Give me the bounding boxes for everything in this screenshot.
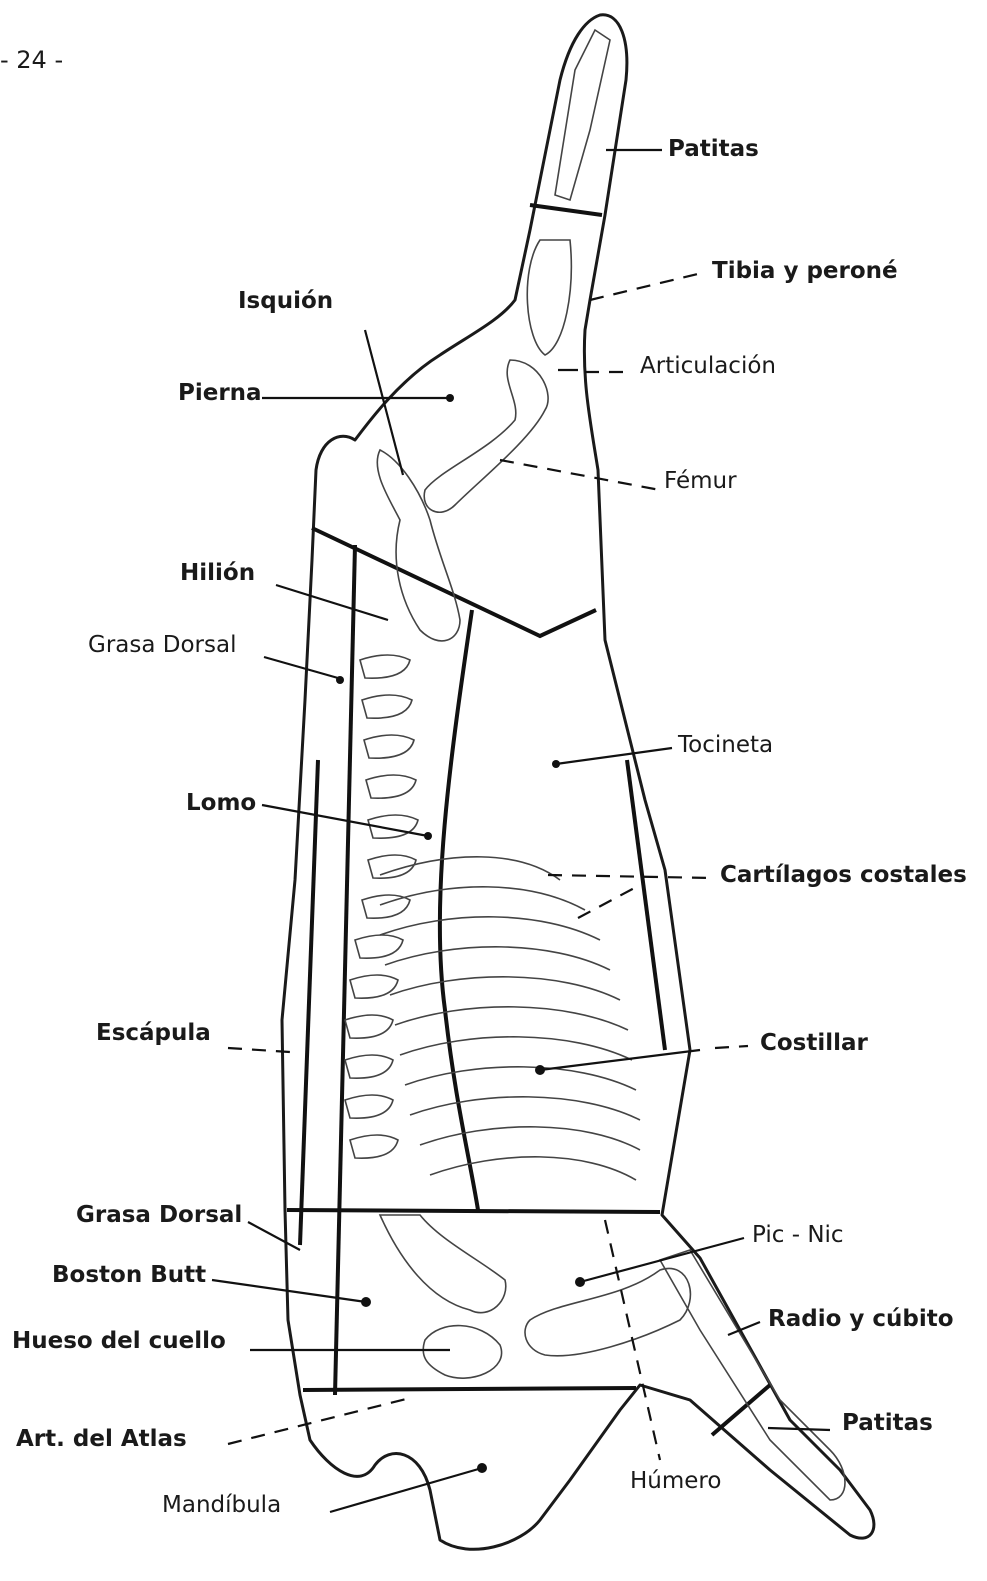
jowl-cut-line [303,1388,636,1390]
label-grasa-dorsal-bottom: Grasa Dorsal [76,1202,242,1228]
dot-pic-nic [575,1277,585,1287]
label-tocineta: Tocineta [678,732,773,758]
label-radio-cubito: Radio y cúbito [768,1306,954,1332]
label-pierna: Pierna [178,380,262,406]
label-pic-nic: Pic - Nic [752,1222,844,1248]
back-fat-line-lower [300,760,318,1245]
leader-grasa-dorsal-top [264,657,338,678]
label-tibia-perone: Tibia y peroné [712,258,898,284]
leader-lomo [262,805,428,836]
leader-pic-nic [580,1238,744,1282]
label-isquion: Isquión [238,288,333,314]
label-boston-butt: Boston Butt [52,1262,206,1288]
dot-lomo [424,832,432,840]
dot-boston-butt [361,1297,371,1307]
dot-pierna [446,394,454,402]
leader-cartilagos [548,875,714,878]
leader-costillar [540,1050,700,1070]
leader-hilion [276,585,388,620]
label-escapula: Escápula [96,1020,211,1046]
dot-costillar [535,1065,545,1075]
hock-cut-line [530,205,602,215]
leader-tocineta [556,748,672,764]
label-femur: Fémur [664,468,737,494]
leader-cartilagos-2 [578,885,640,918]
leader-patitas-bottom [768,1428,830,1430]
dot-mandibula [477,1463,487,1473]
bones-sketch [345,30,845,1500]
loin-belly-cut-line [440,610,478,1210]
leader-radio-cubito [728,1322,760,1335]
label-art-atlas: Art. del Atlas [16,1426,187,1452]
leader-tibia-perone [590,272,706,300]
label-humero: Húmero [630,1468,721,1494]
label-hilion: Hilión [180,560,255,586]
label-mandibula: Mandíbula [162,1492,281,1518]
label-patitas-top: Patitas [668,136,759,162]
leader-grasa-dorsal-bottom [248,1222,300,1250]
label-lomo: Lomo [186,790,256,816]
label-costillar: Costillar [760,1030,868,1056]
leader-art-atlas [228,1398,410,1444]
leader-escapula [228,1048,290,1052]
leader-femur [500,460,660,490]
shoulder-cut-line [287,1210,660,1212]
dot-tocineta [552,760,560,768]
label-grasa-dorsal-top: Grasa Dorsal [88,632,236,658]
label-patitas-bottom: Patitas [842,1410,933,1436]
back-fat-line-upper [335,545,355,1395]
label-cartilagos-costales: Cartílagos costales [720,862,967,888]
leader-isquion [365,330,403,475]
leader-humero [605,1220,660,1460]
label-articulacion: Articulación [640,353,776,379]
leader-boston-butt [212,1280,366,1302]
leader-costillar-dash [715,1046,748,1048]
label-hueso-cuello: Hueso del cuello [12,1328,226,1354]
dot-grasa-dorsal-top [336,676,344,684]
